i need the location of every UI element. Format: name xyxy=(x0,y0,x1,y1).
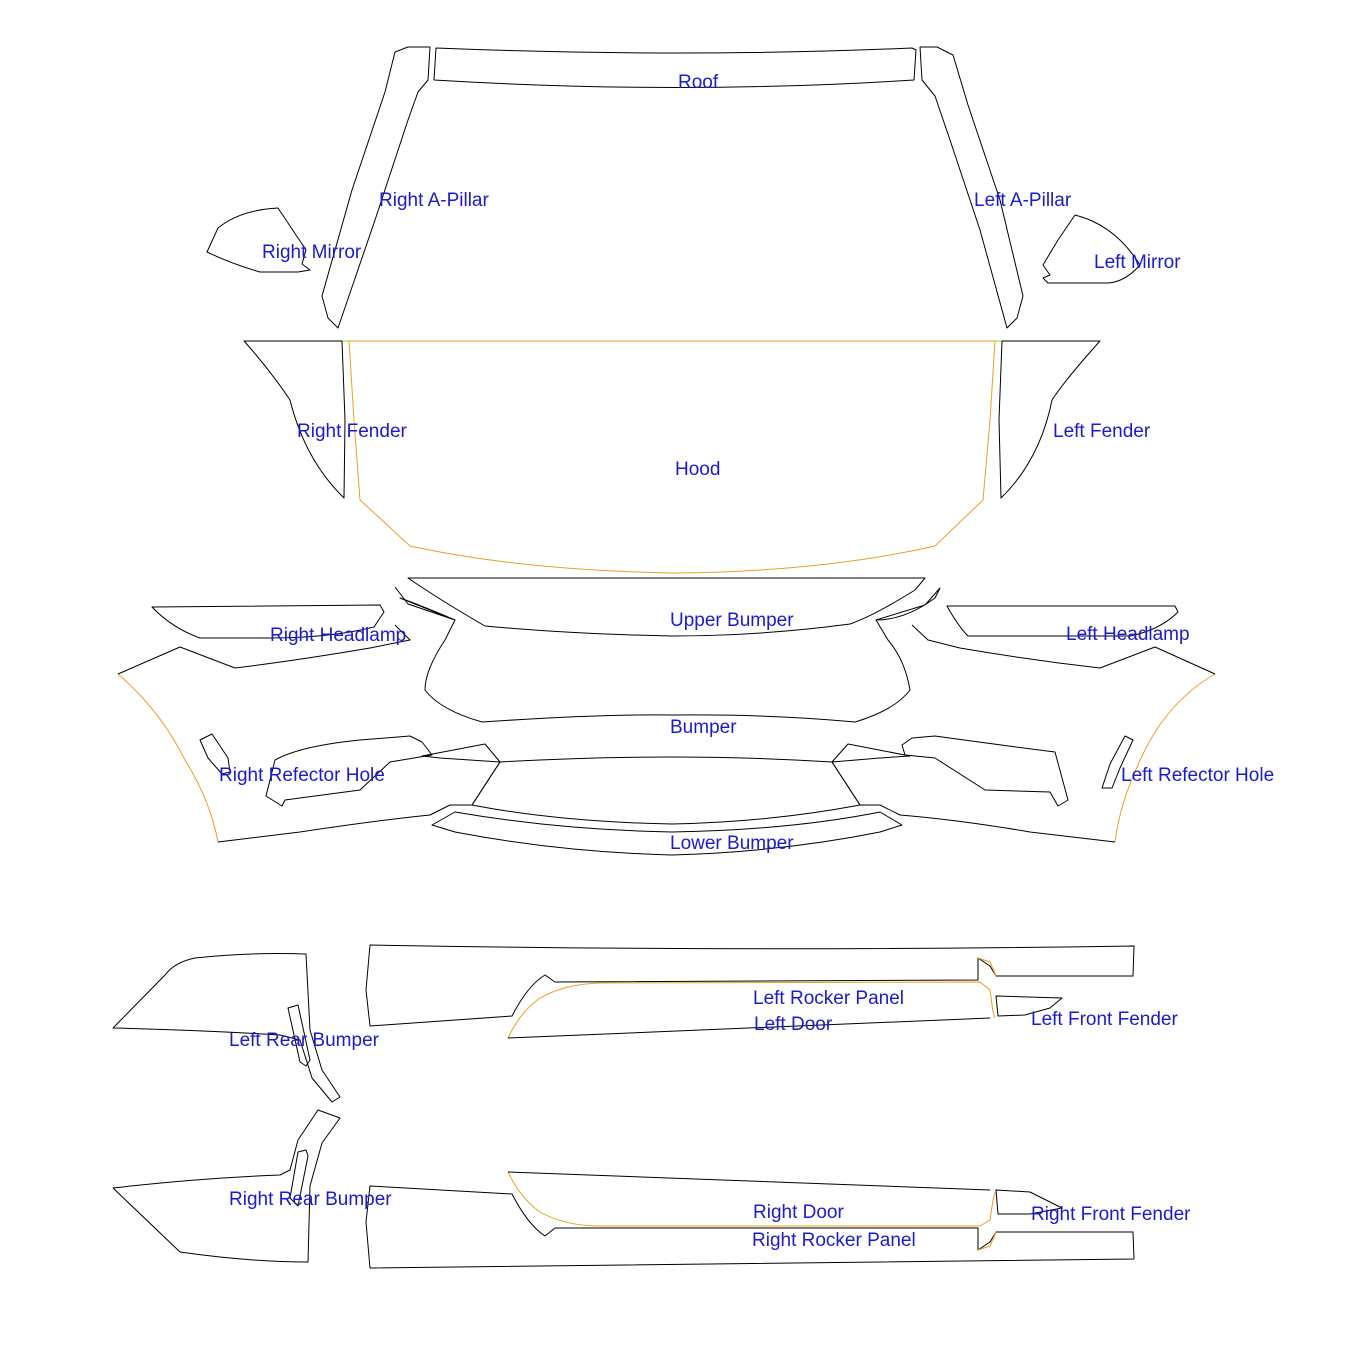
label-left-mirror: Left Mirror xyxy=(1094,252,1181,273)
right-door-top xyxy=(507,1171,991,1191)
bumper-outline[interactable] xyxy=(394,586,941,723)
center-bumper-band xyxy=(471,756,861,825)
right-a-pillar-outline[interactable] xyxy=(321,46,431,329)
right-mirror-outline[interactable] xyxy=(206,207,311,273)
label-left-headlamp: Left Headlamp xyxy=(1066,624,1190,645)
left-door-bottom xyxy=(507,1017,991,1039)
left-bumper-wing-black xyxy=(831,624,1216,843)
left-bumper-wing-outline[interactable] xyxy=(1114,673,1216,843)
label-right-refector-hole: Right Refector Hole xyxy=(219,765,385,786)
right-rear-reflector xyxy=(289,1149,309,1207)
label-upper-bumper: Upper Bumper xyxy=(670,610,794,631)
label-left-door: Left Door xyxy=(754,1014,833,1035)
right-door-notch xyxy=(977,1231,997,1251)
right-fog-panel-outline[interactable] xyxy=(265,735,433,807)
right-headlamp-outline[interactable] xyxy=(151,604,385,639)
right-bumper-wing-outline[interactable] xyxy=(117,673,219,843)
left-rear-reflector xyxy=(287,1004,311,1067)
left-mirror-outline[interactable] xyxy=(1042,214,1141,284)
right-bumper-tab xyxy=(421,743,501,763)
label-right-rocker-panel: Right Rocker Panel xyxy=(752,1230,916,1251)
label-bumper: Bumper xyxy=(670,717,737,738)
right-front-fender-outline[interactable] xyxy=(995,1189,1063,1215)
label-left-a-pillar: Left A-Pillar xyxy=(974,190,1072,211)
label-right-mirror: Right Mirror xyxy=(262,242,362,263)
left-front-fender-outline[interactable] xyxy=(995,995,1063,1017)
left-bumper-tab xyxy=(831,743,911,763)
upper-bumper-outline[interactable] xyxy=(407,577,926,637)
lower-bumper-outline[interactable] xyxy=(431,811,903,856)
label-hood: Hood xyxy=(675,459,720,480)
label-left-front-fender: Left Front Fender xyxy=(1031,1009,1178,1030)
label-roof: Roof xyxy=(678,72,719,93)
left-fender-outline[interactable] xyxy=(998,340,1101,499)
label-right-headlamp: Right Headlamp xyxy=(270,625,406,646)
label-right-a-pillar: Right A-Pillar xyxy=(379,190,489,211)
left-headlamp-outline[interactable] xyxy=(946,605,1179,637)
label-left-rocker-panel: Left Rocker Panel xyxy=(753,988,904,1009)
left-rocker-panel-outline[interactable] xyxy=(365,944,1135,1027)
roof-outline[interactable] xyxy=(433,47,917,88)
hood-outline[interactable] xyxy=(348,340,996,574)
label-right-door: Right Door xyxy=(753,1202,844,1223)
left-a-pillar-outline[interactable] xyxy=(919,46,1024,329)
label-right-front-fender: Right Front Fender xyxy=(1031,1204,1191,1225)
right-rear-bumper-outline[interactable] xyxy=(112,1109,341,1263)
left-rear-bumper-outline[interactable] xyxy=(112,953,341,1103)
label-right-fender: Right Fender xyxy=(297,421,408,442)
left-fog-panel-outline[interactable] xyxy=(901,735,1069,807)
label-right-rear-bumper: Right Rear Bumper xyxy=(229,1189,392,1210)
label-left-refector-hole: Left Refector Hole xyxy=(1121,765,1274,786)
right-rocker-panel-outline[interactable] xyxy=(365,1185,1135,1269)
right-door-outline[interactable] xyxy=(507,1171,996,1227)
right-fender-outline[interactable] xyxy=(243,340,346,499)
right-refector-hole-outline[interactable] xyxy=(199,733,231,775)
right-bumper-wing-black xyxy=(117,624,501,843)
label-lower-bumper: Lower Bumper xyxy=(670,833,794,854)
label-left-fender: Left Fender xyxy=(1053,421,1151,442)
left-door-notch xyxy=(977,957,997,977)
left-refector-hole-outline[interactable] xyxy=(1101,735,1134,789)
label-left-rear-bumper: Left Rear Bumper xyxy=(229,1030,380,1051)
left-door-outline[interactable] xyxy=(507,981,996,1039)
